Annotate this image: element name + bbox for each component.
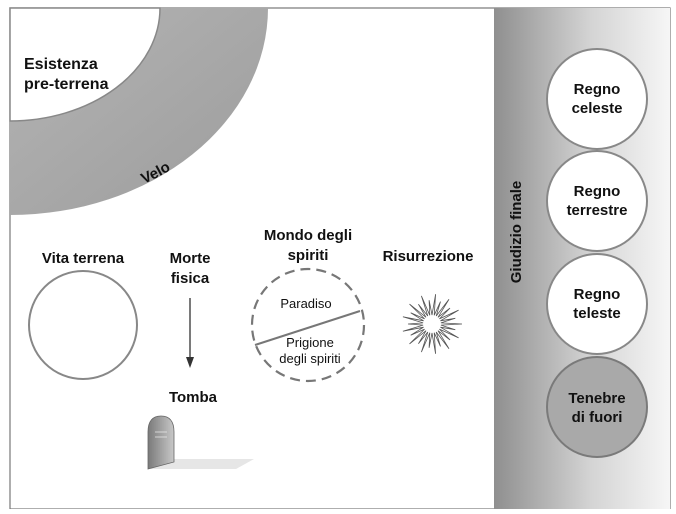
physical-death-label-line2: fisica	[171, 270, 210, 287]
spirit-world-label-line1: Mondo degli	[264, 227, 352, 244]
outer-darkness: Tenebre di fuori	[546, 356, 648, 458]
tombstone-icon	[147, 415, 254, 470]
celestial-kingdom: Regno celeste	[546, 48, 648, 150]
resurrection-label: Risurrezione	[383, 248, 474, 265]
pre-earth-label-line2: pre-terrena	[24, 76, 109, 93]
celestial-label-line2: celeste	[572, 100, 623, 117]
spirit-world-divider	[254, 310, 361, 346]
outer-darkness-label-line1: Tenebre	[568, 390, 625, 407]
down-arrow-icon	[186, 357, 194, 368]
spirit-world-label-line2: spiriti	[288, 247, 329, 264]
telestial-label-line2: teleste	[573, 305, 621, 322]
outer-darkness-label-line2: di fuori	[572, 409, 623, 426]
spirit-prison-label-line2: degli spiriti	[279, 351, 341, 366]
telestial-kingdom: Regno teleste	[546, 253, 648, 355]
spirit-prison-label-line1: Prigione	[286, 335, 334, 350]
physical-death-label-line1: Morte	[170, 250, 211, 267]
terrestrial-label-line2: terrestre	[567, 202, 628, 219]
resurrection-burst-icon	[402, 294, 463, 354]
mortal-life-circle	[28, 270, 138, 380]
celestial-label-line1: Regno	[574, 81, 621, 98]
paradise-label: Paradiso	[280, 296, 331, 311]
veil-ring	[9, 7, 268, 215]
pre-earth-region	[9, 7, 161, 122]
terrestrial-label-line1: Regno	[574, 183, 621, 200]
mortal-life-label: Vita terrena	[42, 250, 125, 267]
grave-label: Tomba	[169, 389, 218, 406]
spirit-world-circle	[250, 267, 366, 383]
pre-earth-label-line1: Esistenza	[24, 56, 98, 73]
terrestrial-kingdom: Regno terrestre	[546, 150, 648, 252]
final-judgment-label: Giudizio finale	[508, 181, 525, 284]
telestial-label-line1: Regno	[574, 286, 621, 303]
